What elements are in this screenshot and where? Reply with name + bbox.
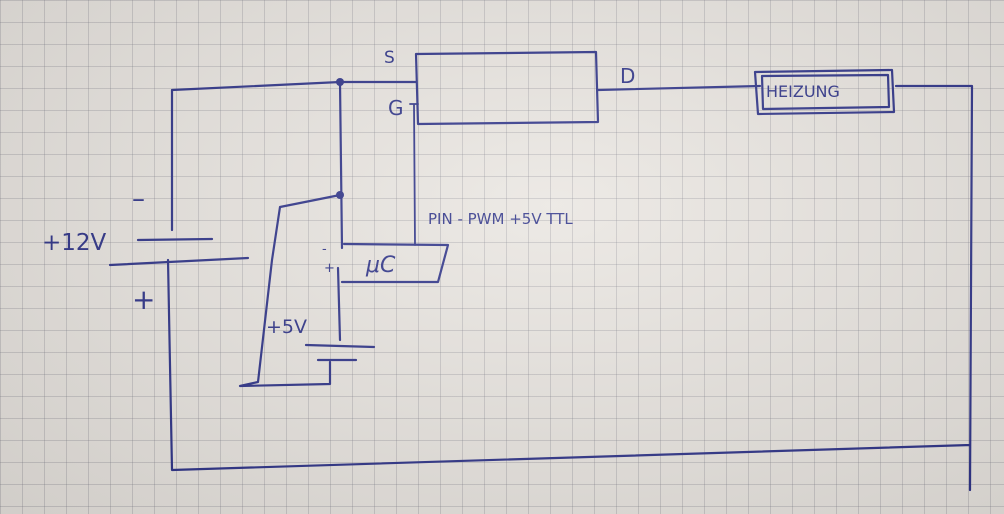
wire-junction-down bbox=[338, 80, 344, 250]
heater-body bbox=[753, 68, 896, 116]
wire-drain bbox=[596, 84, 762, 92]
mcu-plus-pin: + bbox=[324, 261, 335, 276]
heater-label: HEIZUNG bbox=[766, 82, 840, 101]
battery-5v-plates bbox=[304, 343, 376, 362]
gate-label: G bbox=[388, 96, 404, 120]
wire-5v-branch bbox=[238, 193, 342, 388]
junction-dot-mid bbox=[336, 191, 344, 199]
mcu-minus-pin: - bbox=[322, 242, 327, 257]
wire-gate bbox=[409, 103, 419, 246]
source-label: S bbox=[384, 48, 395, 68]
junction-dot-top bbox=[336, 78, 344, 86]
battery-plus-plate bbox=[108, 256, 250, 267]
mcu-label: μC bbox=[366, 253, 396, 278]
pwm-note: PIN - PWM +5V TTL bbox=[428, 210, 573, 228]
transistor-body bbox=[410, 50, 600, 126]
wire-heater-return bbox=[166, 84, 974, 492]
wire-mcu-plus bbox=[336, 266, 342, 342]
logic-voltage-label: +5V bbox=[266, 316, 308, 338]
battery-plus-sign: + bbox=[132, 283, 156, 316]
battery-minus-plate bbox=[136, 237, 214, 242]
mcu-body bbox=[340, 242, 450, 284]
battery-minus-sign: – bbox=[132, 184, 145, 214]
wire-minus-rail bbox=[170, 80, 414, 232]
drain-label: D bbox=[620, 64, 636, 88]
supply-voltage-label: +12V bbox=[42, 230, 107, 256]
